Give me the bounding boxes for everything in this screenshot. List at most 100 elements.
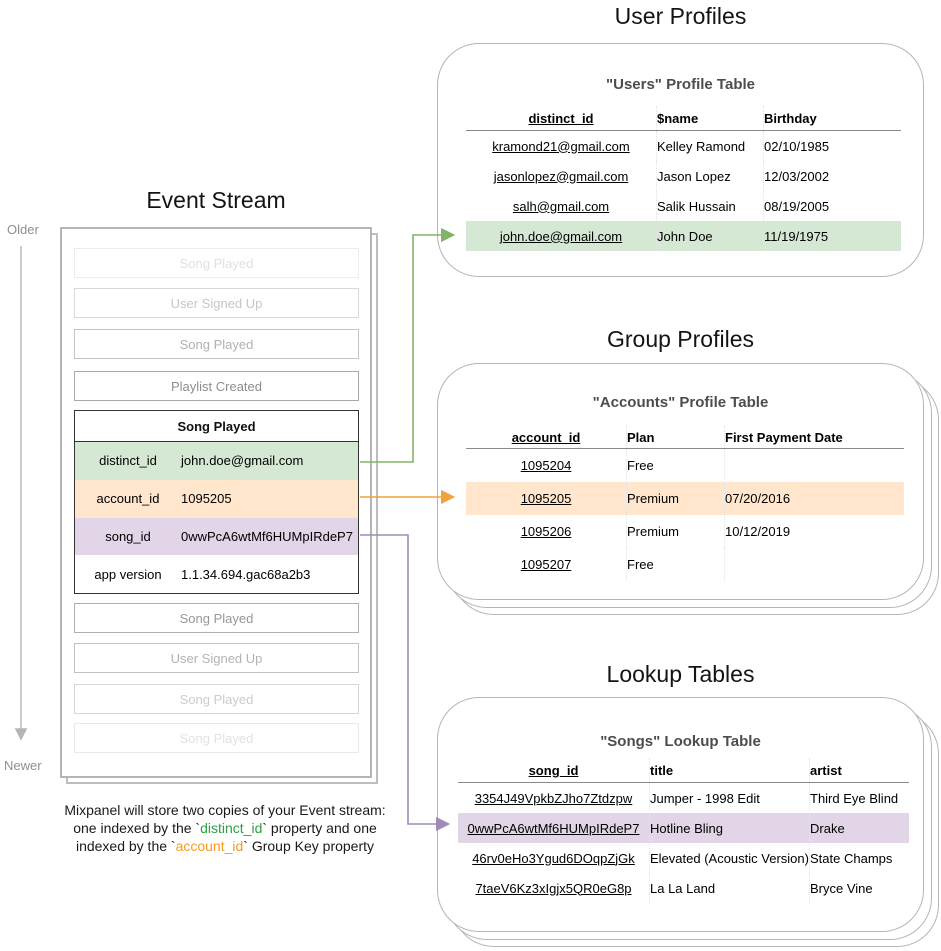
- event-box: Song Played: [74, 684, 359, 714]
- note-text: indexed by the `: [75, 838, 176, 854]
- plan-cell: Free: [626, 449, 724, 482]
- account-id-cell: 1095205: [520, 491, 572, 506]
- table-row: 1095207 Free: [466, 548, 904, 581]
- header-separator: [466, 448, 904, 449]
- property-row-distinct-id: distinct_id john.doe@gmail.com: [75, 442, 358, 480]
- birthday-cell: 12/03/2002: [763, 161, 901, 191]
- birthday-cell: 02/10/1985: [763, 131, 901, 161]
- table-row-highlighted: 0wwPcA6wtMf6HUMpIRdeP7 Hotline Bling Dra…: [458, 813, 909, 843]
- distinct-id-cell: john.doe@gmail.com: [499, 228, 623, 244]
- event-box: User Signed Up: [74, 643, 359, 673]
- distinct-id-code: distinct_id: [200, 820, 263, 836]
- artist-cell: State Champs: [809, 843, 909, 873]
- note-line: indexed by the `account_id` Group Key pr…: [15, 837, 435, 855]
- older-label: Older: [7, 222, 39, 237]
- song-id-cell: 46rv0eHo3Ygud6DOqpZjGk: [472, 850, 635, 866]
- payment-date-cell: [724, 548, 904, 581]
- header-separator: [466, 130, 901, 131]
- property-key: song_id: [105, 528, 151, 544]
- property-value: 0wwPcA6wtMf6HUMpIRdeP7: [181, 528, 353, 544]
- event-label: Song Played: [179, 730, 254, 746]
- accounts-profile-card: "Accounts" Profile Table account_id Plan…: [437, 363, 924, 600]
- property-value: 1095205: [181, 491, 232, 507]
- accounts-table: account_id Plan First Payment Date 10952…: [466, 426, 904, 581]
- users-table: distinct_id $name Birthday kramond21@gma…: [466, 106, 901, 251]
- songs-table-header: song_id title artist: [458, 758, 909, 782]
- column-header: distinct_id: [528, 110, 594, 126]
- event-label: Song Played: [179, 336, 254, 352]
- table-row-highlighted: 1095205 Premium 07/20/2016: [466, 482, 904, 515]
- event-label: Song Played: [179, 610, 254, 626]
- event-label: Song Played: [179, 255, 254, 271]
- table-row: 46rv0eHo3Ygud6DOqpZjGk Elevated (Acousti…: [458, 843, 909, 873]
- table-row: jasonlopez@gmail.com Jason Lopez 12/03/2…: [466, 161, 901, 191]
- focus-event-card: Song Played distinct_id john.doe@gmail.c…: [74, 410, 359, 594]
- property-row-account-id: account_id 1095205: [75, 479, 358, 518]
- payment-date-cell: 07/20/2016: [724, 482, 904, 515]
- event-box: Song Played: [74, 603, 359, 633]
- table-row: 7taeV6Kz3xIgjx5QR0eG8p La La Land Bryce …: [458, 873, 909, 903]
- table-row: 1095206 Premium 10/12/2019: [466, 515, 904, 548]
- account-id-cell: 1095204: [520, 458, 572, 473]
- plan-cell: Free: [626, 548, 724, 581]
- song-id-cell: 3354J49VpkbZJho7Ztdzpw: [474, 790, 633, 806]
- event-box: Song Played: [74, 723, 359, 753]
- songs-table-title: "Songs" Lookup Table: [600, 733, 761, 750]
- table-row: 1095204 Free: [466, 449, 904, 482]
- event-box: Playlist Created: [74, 371, 359, 401]
- note-line: one indexed by the `distinct_id` propert…: [15, 819, 435, 837]
- songs-lookup-card: "Songs" Lookup Table song_id title artis…: [437, 697, 924, 932]
- event-box: Song Played: [74, 248, 359, 278]
- note-line: Mixpanel will store two copies of your E…: [15, 801, 435, 819]
- title-cell: La La Land: [649, 873, 809, 903]
- title-cell: Elevated (Acoustic Version): [649, 843, 809, 873]
- property-key: app version: [94, 566, 162, 582]
- name-cell: Kelley Ramond: [656, 131, 763, 161]
- birthday-cell: 08/19/2005: [763, 191, 901, 221]
- name-cell: Salik Hussain: [656, 191, 763, 221]
- event-box: Song Played: [74, 329, 359, 359]
- title-cell: Hotline Bling: [649, 813, 809, 843]
- distinct-id-cell: jasonlopez@gmail.com: [493, 168, 629, 184]
- plan-cell: Premium: [626, 482, 724, 515]
- name-cell: John Doe: [656, 221, 763, 251]
- payment-date-cell: [724, 449, 904, 482]
- property-key: account_id: [96, 491, 160, 507]
- artist-cell: Drake: [809, 813, 909, 843]
- newer-label: Newer: [4, 758, 42, 773]
- note-text: one indexed by the `: [73, 820, 201, 836]
- table-row: kramond21@gmail.com Kelley Ramond 02/10/…: [466, 131, 901, 161]
- event-label: Song Played: [179, 691, 254, 707]
- property-key: distinct_id: [99, 453, 157, 469]
- songs-table: song_id title artist 3354J49VpkbZJho7Ztd…: [458, 758, 909, 903]
- note-text: ` Group Key property: [243, 838, 375, 854]
- account-id-cell: 1095206: [520, 524, 572, 539]
- artist-cell: Third Eye Blind: [809, 783, 909, 813]
- users-table-header: distinct_id $name Birthday: [466, 106, 901, 130]
- song-id-cell: 7taeV6Kz3xIgjx5QR0eG8p: [475, 880, 632, 896]
- event-label: User Signed Up: [170, 295, 263, 311]
- users-profile-card: "Users" Profile Table distinct_id $name …: [437, 43, 924, 277]
- property-value: john.doe@gmail.com: [181, 453, 304, 469]
- account-id-code: account_id: [175, 838, 244, 854]
- title-cell: Jumper - 1998 Edit: [649, 783, 809, 813]
- note-text: Mixpanel will store two copies of your E…: [64, 802, 386, 818]
- table-row: 3354J49VpkbZJho7Ztdzpw Jumper - 1998 Edi…: [458, 783, 909, 813]
- table-row: salh@gmail.com Salik Hussain 08/19/2005: [466, 191, 901, 221]
- accounts-table-header: account_id Plan First Payment Date: [466, 426, 904, 448]
- column-header: account_id: [511, 429, 581, 445]
- property-row-app-version: app version 1.1.34.694.gac68a2b3: [75, 555, 358, 593]
- column-header: $name: [656, 106, 763, 130]
- artist-cell: Bryce Vine: [809, 873, 909, 903]
- payment-date-cell: 10/12/2019: [724, 515, 904, 548]
- event-label: Playlist Created: [170, 378, 263, 394]
- distinct-id-cell: kramond21@gmail.com: [492, 138, 630, 154]
- name-cell: Jason Lopez: [656, 161, 763, 191]
- focus-event-title: Song Played: [75, 411, 358, 442]
- storage-note: Mixpanel will store two copies of your E…: [15, 801, 435, 855]
- song-id-cell: 0wwPcA6wtMf6HUMpIRdeP7: [467, 820, 640, 836]
- property-row-song-id: song_id 0wwPcA6wtMf6HUMpIRdeP7: [75, 517, 358, 556]
- plan-cell: Premium: [626, 515, 724, 548]
- column-header: artist: [809, 758, 909, 782]
